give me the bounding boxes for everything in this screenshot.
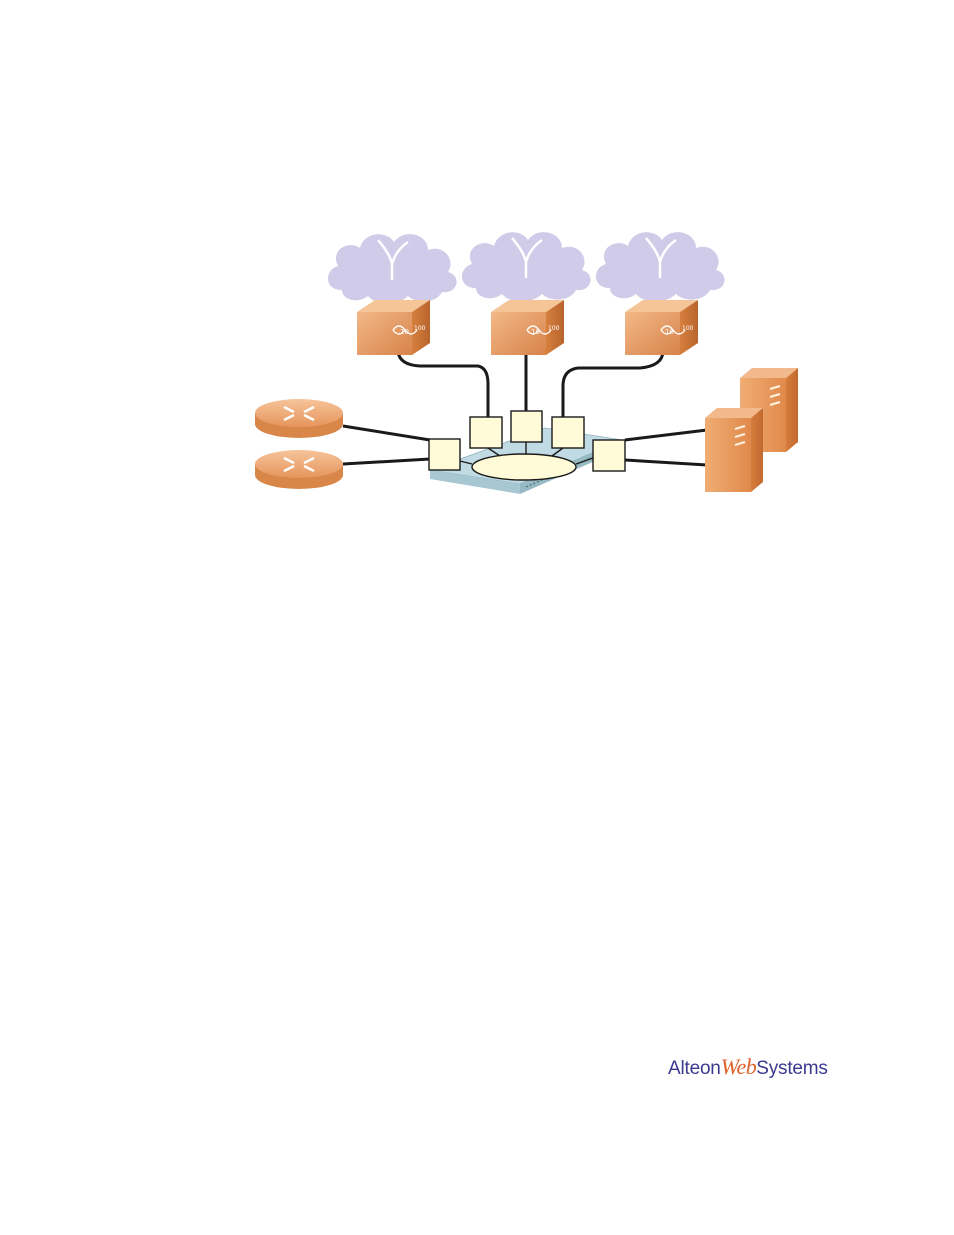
port-top-2 (511, 411, 542, 442)
svg-text:100: 100 (548, 325, 560, 332)
logo-alteon: Alteon (668, 1058, 721, 1079)
svg-text:100: 100 (414, 325, 426, 332)
svg-text:100: 100 (682, 325, 694, 332)
cache-box-2: 10 100 (491, 300, 564, 355)
router-1 (255, 399, 343, 438)
port-top-1 (470, 417, 502, 448)
cloud-2 (462, 232, 591, 301)
svg-text:10: 10 (531, 328, 540, 336)
svg-text:10: 10 (400, 328, 409, 336)
port-top-3 (552, 417, 584, 448)
svg-text:10: 10 (665, 328, 674, 336)
cache-box-1: 10 100 (357, 300, 430, 355)
alteon-websystems-logo: AlteonWebSystems (668, 1054, 828, 1080)
port-right (593, 440, 625, 471)
logo-web: Web (721, 1054, 757, 1079)
cache-box-3: 10 100 (625, 300, 698, 355)
port-left (429, 439, 460, 470)
server-1 (705, 408, 763, 492)
cloud-1 (328, 234, 457, 303)
switch-ellipse (472, 454, 576, 480)
logo-systems: Systems (756, 1058, 827, 1079)
cloud-3 (596, 232, 725, 301)
router-2 (255, 450, 343, 489)
